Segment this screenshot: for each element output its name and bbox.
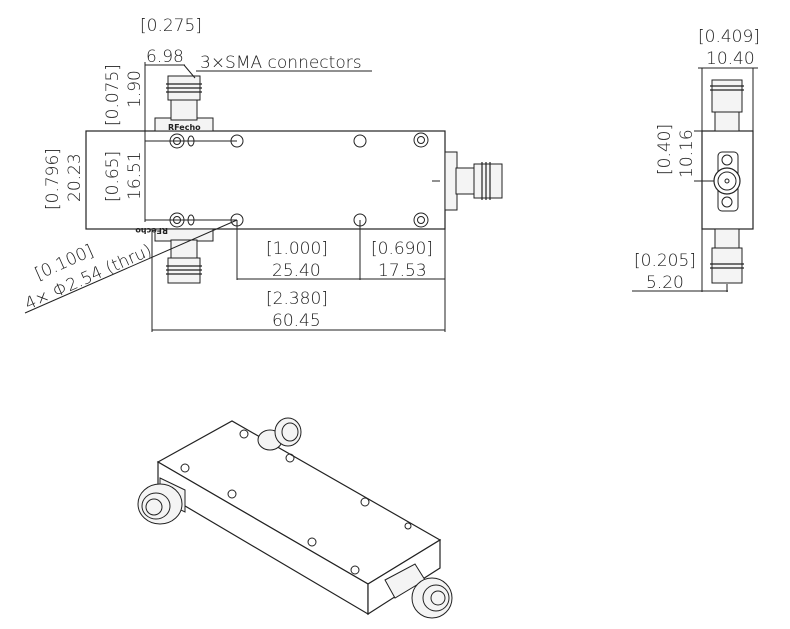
dim-side-offset-mm: 5.20 — [646, 273, 684, 293]
dim-hole-spacing-h-inch: [1.000] — [266, 239, 328, 259]
dim-width-mm: 10.40 — [706, 49, 755, 69]
dim-hole-edge-inch: [0.690] — [371, 239, 433, 259]
iso-connector-right — [384, 563, 453, 619]
dim-hole-spacing-v-inch: [0.65] — [103, 151, 123, 202]
dim-length-mm: 60.45 — [272, 311, 321, 331]
isometric-view — [137, 417, 453, 619]
dim-connector-offset-mm: 1.90 — [125, 70, 145, 108]
callout-sma-connectors: 3×SMA connectors — [200, 53, 362, 73]
dim-length-inch: [2.380] — [266, 289, 328, 309]
dim-height-inch: [0.796] — [43, 148, 63, 210]
dim-side-offset-inch: [0.205] — [634, 251, 696, 271]
brand-marking: RFecho — [168, 123, 201, 132]
dim-connector-width-mm: 6.98 — [146, 47, 184, 67]
iso-connector-top — [257, 417, 302, 451]
sma-connector-top — [154, 75, 214, 132]
sma-connector-bottom — [154, 228, 214, 284]
dim-connector-width-inch: [0.275] — [140, 16, 202, 36]
dim-height-mm: 20.23 — [65, 153, 85, 202]
dim-hole-spacing-h-mm: 25.40 — [272, 261, 321, 281]
mounting-hole — [353, 134, 367, 148]
top-view: RFecho RFecho [0.275] 6.98 3×SMA connect… — [22, 16, 503, 332]
dim-width-inch: [0.409] — [698, 27, 760, 47]
sma-connector-right — [432, 151, 503, 211]
housing-outline — [85, 130, 446, 230]
dim-hole-edge-mm: 17.53 — [378, 261, 427, 281]
dim-hole-spacing-v-mm: 16.51 — [125, 151, 145, 200]
dim-connector-height-inch: [0.40] — [655, 124, 675, 175]
dim-connector-height-mm: 10.16 — [677, 129, 697, 178]
brand-marking: RFecho — [135, 226, 168, 235]
dim-connector-offset-inch: [0.075] — [103, 64, 123, 126]
iso-connector-left — [137, 477, 186, 525]
side-view: [0.409] 10.40 [0.40] 10.16 [0.205] 5.20 — [632, 27, 760, 293]
